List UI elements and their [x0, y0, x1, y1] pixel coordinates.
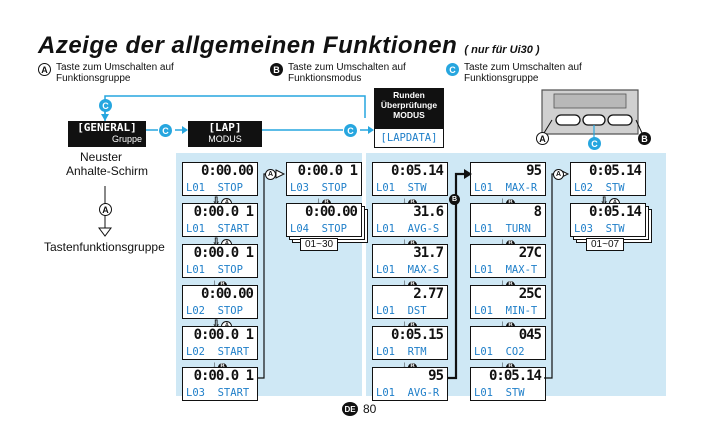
- lcd-label: L02 STW: [574, 182, 625, 194]
- lcd-label: L04 STOP: [290, 223, 347, 235]
- col5-badge-a-icon: A: [553, 169, 564, 180]
- lcd-value: 31.7: [413, 245, 444, 261]
- lcd-label: L03 START: [186, 387, 250, 399]
- lcd-label: L01 DST: [376, 305, 427, 317]
- lcd-value: 0:00.0 1: [193, 245, 254, 261]
- col2-badge-a-icon: A: [265, 169, 276, 180]
- device-illustration: [541, 89, 643, 138]
- lcd-value: 95: [428, 368, 444, 384]
- lcd-value: 0:05.14: [588, 204, 642, 220]
- lcd-label: L01 MAX-R: [474, 182, 538, 194]
- lap-range: 01~30: [300, 238, 339, 251]
- lapdata-range: 01~07: [586, 238, 625, 251]
- lcd-screen: 0:00.0 1 L02 START: [182, 326, 258, 360]
- lcd-value: 0:00.00: [200, 286, 254, 302]
- lcd-screen: 0:00.0 1 L03 START: [182, 367, 258, 401]
- lcd-screen: 27C L01 MAX-T: [470, 244, 546, 278]
- lcd-label: L01 STOP: [186, 182, 243, 194]
- badge-c-icon: C: [446, 63, 459, 76]
- lcd-label: L01 TURN: [474, 223, 531, 235]
- lcd-value: 25C: [518, 286, 542, 302]
- lcd-label: L02 STOP: [186, 305, 243, 317]
- lcd-value: 0:00.0 1: [297, 163, 358, 179]
- title-note: ( nur für Ui30 ): [464, 44, 540, 56]
- lcd-value: 2.77: [413, 286, 444, 302]
- stop-screen-label: Anhalte-Schirm: [66, 164, 149, 178]
- group-badge-a-icon: A: [99, 203, 112, 216]
- lap-badge-c-icon: C: [159, 124, 172, 137]
- lcd-value: 31.6: [413, 204, 444, 220]
- lcd-label: L01 AVG-S: [376, 223, 440, 235]
- page-number: DE 80: [342, 402, 376, 416]
- lcd-label: L01 MAX-S: [376, 264, 440, 276]
- lcd-label: L01 MIN-T: [474, 305, 538, 317]
- lcd-value: 27C: [518, 245, 542, 261]
- lcd-label: L02 START: [186, 346, 250, 358]
- function-group-label: Tastenfunktionsgruppe: [44, 240, 165, 254]
- lcd-label: L01 CO2: [474, 346, 525, 358]
- lcd-screen: 0:00.0 1 L03 STOP: [286, 162, 362, 196]
- latest-label: Neuster: [80, 150, 123, 164]
- lcd-label: L01 START: [186, 223, 250, 235]
- lcd-label: L01 STW: [376, 182, 427, 194]
- badge-a-icon: A: [38, 63, 51, 76]
- lcd-label: L01 AVG-R: [376, 387, 440, 399]
- badge-b-icon: B: [270, 63, 283, 76]
- lcd-label: L01 MAX-T: [474, 264, 538, 276]
- lcd-label: L03 STOP: [290, 182, 347, 194]
- lcd-value: 0:05.15: [390, 327, 444, 343]
- general-header: [GENERAL] Gruppe: [68, 121, 146, 147]
- lcd-value: 0:05.14: [390, 163, 444, 179]
- lcd-label: L03 STW: [574, 223, 625, 235]
- page-title: Azeige der allgemeinen Funktionen ( nur …: [38, 32, 540, 59]
- lcd-screen: 25C L01 MIN-T: [470, 285, 546, 319]
- lcd-value: 0:00.00: [304, 204, 358, 220]
- lcd-value: 0:00.00: [200, 163, 254, 179]
- lcd-value: 045: [518, 327, 542, 343]
- lcd-value: 95: [526, 163, 542, 179]
- lcd-value: 0:05.14: [588, 163, 642, 179]
- lcd-value: 0:00.0 1: [193, 368, 254, 384]
- lcd-label: L01 STW: [474, 387, 525, 399]
- device-badge-b-icon: B: [638, 132, 651, 145]
- lapdata-mode-header: Runden Überprüfunge MODUS: [374, 88, 444, 128]
- device-badge-a-icon: A: [536, 132, 549, 145]
- lcd-value: 8: [533, 204, 543, 220]
- lcd-screen: 0:00.0 1 L01 START: [182, 203, 258, 237]
- col4-badge-b-icon: B: [449, 194, 460, 205]
- lapdata-badge-c-icon: C: [344, 124, 357, 137]
- lap-mode-header: [LAP] MODUS: [188, 121, 262, 147]
- lcd-label: L01 STOP: [186, 264, 243, 276]
- device-badge-c-icon: C: [588, 137, 601, 150]
- lcd-value: 0:00.0 1: [193, 327, 254, 343]
- lcd-screen: 0:00.0 1 L01 STOP: [182, 244, 258, 278]
- loop-badge-c-icon: C: [99, 99, 112, 112]
- lapdata-label: [LAPDATA]: [374, 128, 444, 148]
- lcd-value: 0:00.0 1: [193, 204, 254, 220]
- lcd-value: 0:05.14: [488, 368, 542, 384]
- de-language-icon: DE: [342, 402, 358, 416]
- lcd-label: L01 RTM: [376, 346, 427, 358]
